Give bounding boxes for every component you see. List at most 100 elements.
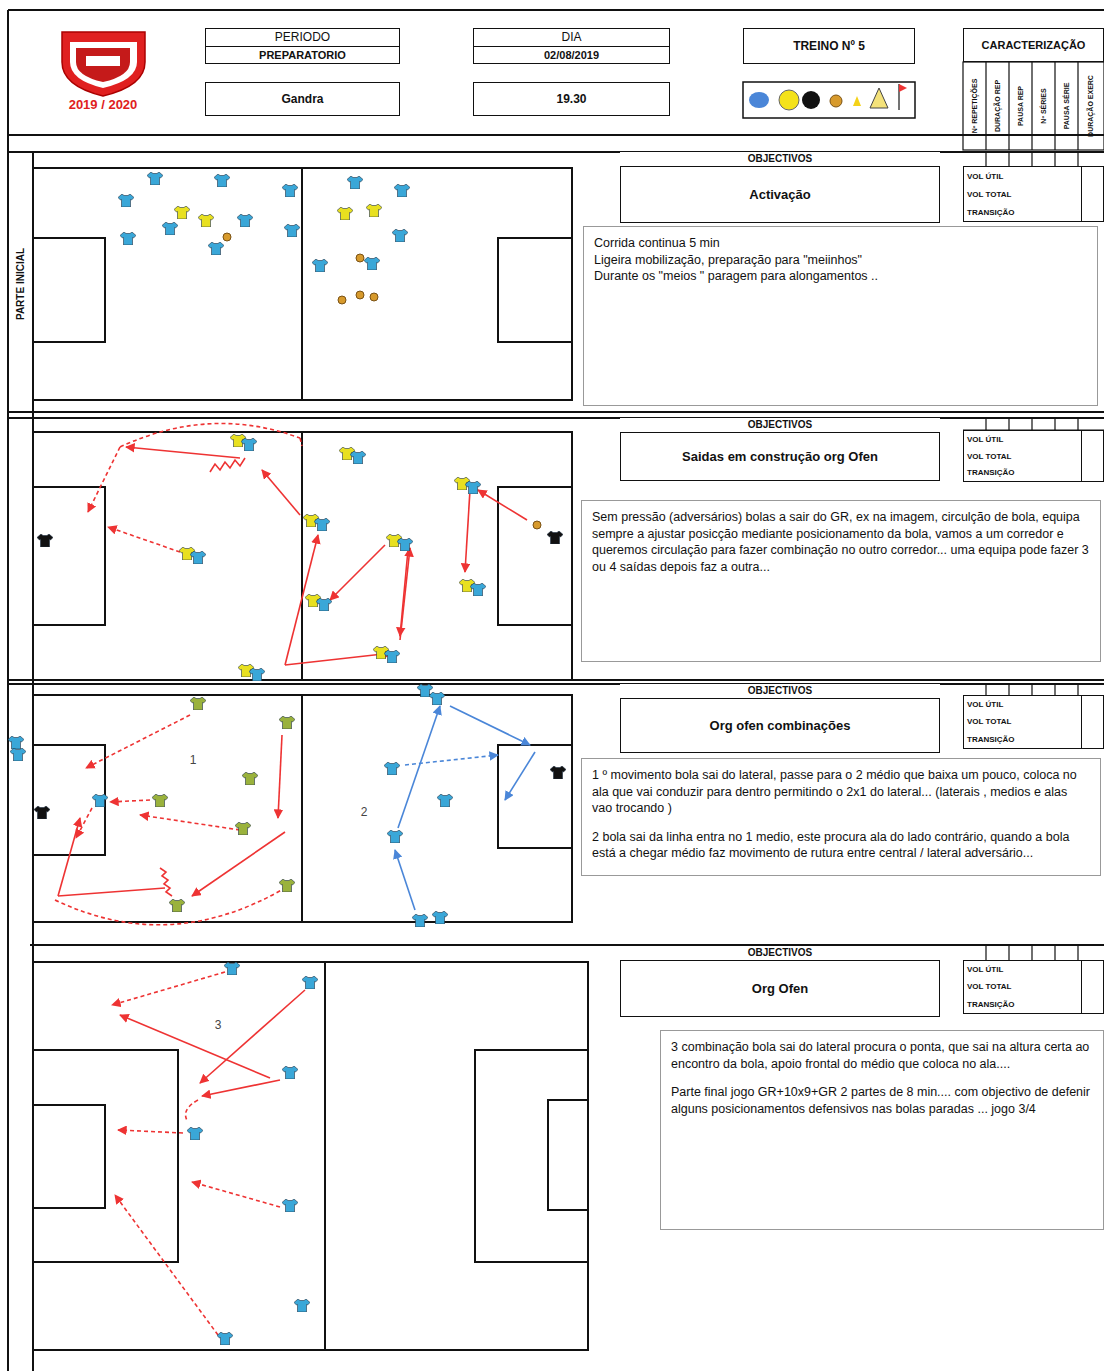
objective-box: OBJECTIVOSSaidas em construção org Ofen bbox=[620, 418, 940, 480]
illustration-part bbox=[475, 1050, 588, 1262]
illustration-part bbox=[112, 972, 225, 1005]
volume-table: VOL ÚTILVOL TOTALTRANSIÇÃO bbox=[963, 960, 1104, 1014]
player-shirt bbox=[34, 806, 50, 819]
node-text: VOL TOTAL bbox=[964, 448, 1082, 465]
node-text: TRANSIÇÃO bbox=[964, 996, 1082, 1013]
player-shirt bbox=[470, 583, 486, 596]
illustration-part bbox=[278, 735, 282, 818]
volume-table: VOL ÚTILVOL TOTALTRANSIÇÃO bbox=[963, 166, 1104, 222]
ball bbox=[223, 233, 231, 241]
player-shirt bbox=[190, 551, 206, 564]
volume-table: VOL ÚTILVOL TOTALTRANSIÇÃO bbox=[963, 695, 1104, 749]
node-text: Ligeira mobilização, preparação para "me… bbox=[594, 252, 1087, 269]
node-text: OBJECTIVOS bbox=[620, 152, 940, 167]
illustration-part bbox=[505, 752, 535, 800]
illustration-part bbox=[853, 96, 861, 106]
illustration-part bbox=[33, 238, 105, 342]
player-shirt bbox=[279, 879, 295, 892]
player-shirt bbox=[242, 772, 258, 785]
illustration-part bbox=[202, 1080, 280, 1096]
player-shirt bbox=[237, 214, 253, 227]
player-shirt bbox=[208, 242, 224, 255]
illustration-part bbox=[8, 9, 1104, 11]
node-text: VOL ÚTIL bbox=[964, 167, 1082, 185]
player-shirt bbox=[118, 194, 134, 207]
node-text: 19.30 bbox=[556, 92, 586, 106]
illustration-part bbox=[120, 423, 300, 447]
illustration-part bbox=[210, 458, 245, 472]
player-shirt bbox=[412, 914, 428, 927]
player-shirt bbox=[347, 176, 363, 189]
objective-box: OBJECTIVOSActivação bbox=[620, 152, 940, 222]
illustration-part bbox=[498, 745, 572, 848]
objective-box: OBJECTIVOSOrg ofen combinações bbox=[620, 684, 940, 752]
node-text: PERIODO bbox=[206, 29, 399, 47]
illustration-part bbox=[120, 1015, 270, 1078]
illustration-part bbox=[324, 962, 326, 1350]
player-shirt bbox=[387, 830, 403, 843]
player-shirt bbox=[10, 748, 26, 761]
illustration-part bbox=[186, 1100, 198, 1122]
illustration-part bbox=[301, 432, 303, 680]
illustration-part bbox=[108, 527, 180, 552]
illustration-part bbox=[330, 545, 385, 600]
description-box: 3 combinação bola sai do lateral procura… bbox=[660, 1030, 1104, 1230]
illustration-part bbox=[395, 706, 535, 910]
player-shirt bbox=[465, 481, 481, 494]
player-shirt bbox=[394, 184, 410, 197]
player-shirt bbox=[174, 206, 190, 219]
node-text: 1 º movimento bola sai do lateral, passe… bbox=[592, 767, 1090, 817]
illustration-part bbox=[126, 447, 240, 458]
illustration-part bbox=[548, 1100, 588, 1210]
ball bbox=[370, 293, 378, 301]
illustration-part bbox=[160, 868, 172, 896]
player-shirt bbox=[249, 668, 265, 681]
player-shirt bbox=[366, 204, 382, 217]
player-shirt bbox=[337, 207, 353, 220]
illustration-part bbox=[86, 56, 120, 66]
node-text: Org ofen combinações bbox=[620, 699, 940, 753]
node-text: VOL TOTAL bbox=[964, 713, 1082, 730]
player-shirt bbox=[92, 794, 108, 807]
ball bbox=[533, 521, 541, 529]
node-text: OBJECTIVOS bbox=[620, 418, 940, 433]
callout-number: 2 bbox=[357, 804, 371, 820]
player-shirt bbox=[392, 229, 408, 242]
header-cell: Gandra bbox=[205, 82, 400, 116]
illustration-part bbox=[86, 715, 190, 768]
player-shirt bbox=[432, 911, 448, 924]
objective-box: OBJECTIVOSOrg Ofen bbox=[620, 946, 940, 1016]
player-shirt bbox=[224, 962, 240, 975]
node-text: VOL TOTAL bbox=[964, 978, 1082, 995]
node-text: TREINO Nº 5 bbox=[793, 39, 865, 53]
illustration-part bbox=[110, 800, 150, 802]
node-text: VOL ÚTIL bbox=[964, 961, 1082, 978]
illustration-part bbox=[986, 684, 1078, 695]
player-shirt bbox=[162, 222, 178, 235]
illustration-part bbox=[465, 490, 470, 572]
node-text: Parte final jogo GR+10x9+GR 2 partes de … bbox=[671, 1084, 1093, 1117]
volume-table: VOL ÚTILVOL TOTALTRANSIÇÃO bbox=[963, 430, 1104, 482]
illustration-part bbox=[58, 818, 80, 896]
player-shirt bbox=[198, 214, 214, 227]
player-shirt bbox=[282, 1199, 298, 1212]
illustration-part bbox=[33, 1105, 105, 1208]
illustration-part bbox=[33, 168, 572, 400]
player-shirt bbox=[8, 736, 24, 749]
player-shirt bbox=[302, 976, 318, 989]
player-shirt bbox=[279, 716, 295, 729]
illustration-part bbox=[30, 944, 1104, 946]
description-box: Corrida continua 5 minLigeira mobilizaçã… bbox=[583, 226, 1098, 406]
illustration-part bbox=[498, 238, 572, 342]
illustration-part bbox=[398, 706, 440, 828]
illustration-part bbox=[55, 888, 285, 925]
node-text: VOL ÚTIL bbox=[964, 431, 1082, 448]
player-shirt bbox=[37, 534, 53, 547]
illustration-part bbox=[986, 62, 1078, 150]
illustration-part bbox=[749, 92, 769, 108]
node-text: CARACTERIZAÇÃO bbox=[982, 39, 1086, 51]
player-shirt bbox=[282, 1066, 298, 1079]
header-cell: DIA02/08/2019 bbox=[473, 28, 670, 64]
illustration-part bbox=[33, 168, 588, 1350]
